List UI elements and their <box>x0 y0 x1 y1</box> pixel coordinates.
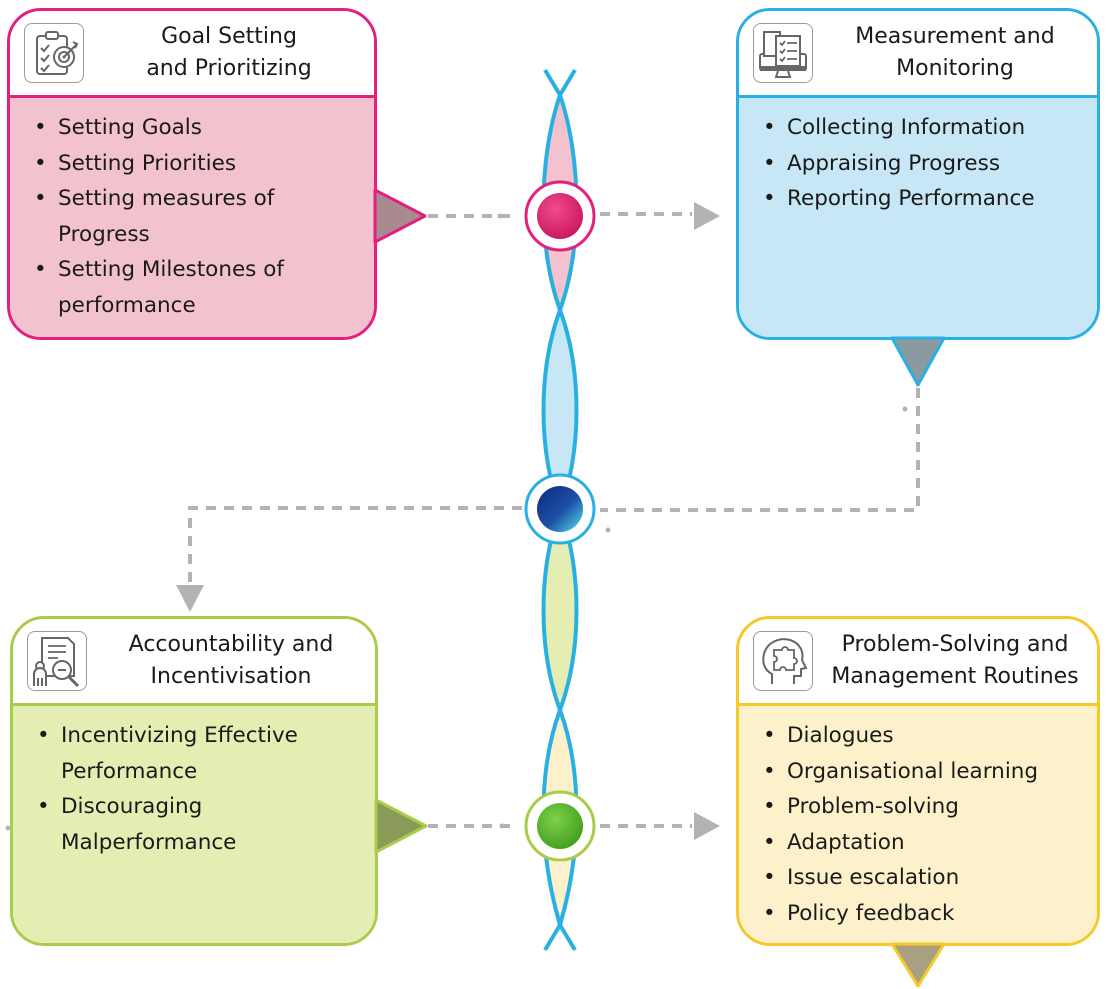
card-accountability-incentivisation: Accountability and Incentivisation Incen… <box>10 616 378 946</box>
connector-dot <box>497 213 503 219</box>
card-header: Problem-Solving and Management Routines <box>739 619 1097 703</box>
list-item: Issue escalation <box>761 860 1085 896</box>
title-line: Incentivisation <box>150 664 312 689</box>
connector-dot <box>499 823 505 829</box>
card-header: Measurement and Monitoring <box>739 11 1097 95</box>
card-title: Goal Setting and Prioritizing <box>92 21 366 85</box>
person-document-magnifier-icon <box>27 631 87 691</box>
node-account <box>537 803 583 849</box>
title-line: Problem-Solving and <box>841 632 1069 657</box>
card-body: Dialogues Organisational learning Proble… <box>739 703 1097 943</box>
list-item: Organisational learning <box>761 754 1085 790</box>
list-item: Collecting Information <box>761 110 1085 146</box>
title-line: Goal Setting <box>161 24 297 49</box>
card-measurement-monitoring: Measurement and Monitoring Collecting In… <box>736 8 1100 340</box>
card-goal-setting: Goal Setting and Prioritizing Setting Go… <box>7 8 377 340</box>
list-item: Dialogues <box>761 718 1085 754</box>
connector-dot <box>902 406 908 412</box>
item-list: Dialogues Organisational learning Proble… <box>761 718 1085 931</box>
list-item: Setting measures of Progress <box>32 181 362 252</box>
list-item: Reporting Performance <box>761 181 1085 217</box>
title-line: Monitoring <box>896 56 1014 81</box>
node-measure <box>537 486 583 532</box>
arrow-to-measure <box>694 202 720 230</box>
title-line: Management Routines <box>831 664 1079 689</box>
list-item: Setting Milestones of performance <box>32 252 362 323</box>
card-header: Accountability and Incentivisation <box>13 619 375 703</box>
list-item: Problem-solving <box>761 789 1085 825</box>
card-body: Incentivizing Effective Performance Disc… <box>13 703 375 943</box>
card-header: Goal Setting and Prioritizing <box>10 11 374 95</box>
list-item: Appraising Progress <box>761 146 1085 182</box>
node-goal <box>537 193 583 239</box>
clipboard-target-icon <box>24 23 84 83</box>
arrow-to-problem <box>694 812 720 840</box>
arrow-to-account <box>176 585 204 612</box>
card-title: Measurement and Monitoring <box>819 21 1091 85</box>
card-title: Accountability and Incentivisation <box>93 629 369 693</box>
list-item: Setting Goals <box>32 110 362 146</box>
title-line: Accountability and <box>128 632 334 657</box>
monitor-checklist-icon <box>753 23 813 83</box>
helix-segment-green <box>543 510 577 710</box>
list-item: Policy feedback <box>761 896 1085 932</box>
card-problem-solving-routines: Problem-Solving and Management Routines … <box>736 616 1100 946</box>
connector-measure-to-account <box>600 388 920 512</box>
item-list: Incentivizing Effective Performance Disc… <box>35 718 363 860</box>
item-list: Collecting Information Appraising Progre… <box>761 110 1085 217</box>
card-body: Setting Goals Setting Priorities Setting… <box>10 95 374 337</box>
helix-segment-blue-fill <box>543 310 577 510</box>
title-line: and Prioritizing <box>146 56 312 81</box>
card-body: Collecting Information Appraising Progre… <box>739 95 1097 337</box>
head-puzzle-icon <box>753 631 813 691</box>
connector-dot <box>605 527 611 533</box>
connector-helix-to-account <box>188 506 522 585</box>
connector-dot <box>5 825 11 831</box>
list-item: Adaptation <box>761 825 1085 861</box>
item-list: Setting Goals Setting Priorities Setting… <box>32 110 362 323</box>
list-item: Incentivizing Effective Performance <box>35 718 363 789</box>
card-title: Problem-Solving and Management Routines <box>817 629 1093 693</box>
list-item: Discouraging Malperformance <box>35 789 363 860</box>
title-line: Measurement and <box>855 24 1055 49</box>
list-item: Setting Priorities <box>32 146 362 182</box>
